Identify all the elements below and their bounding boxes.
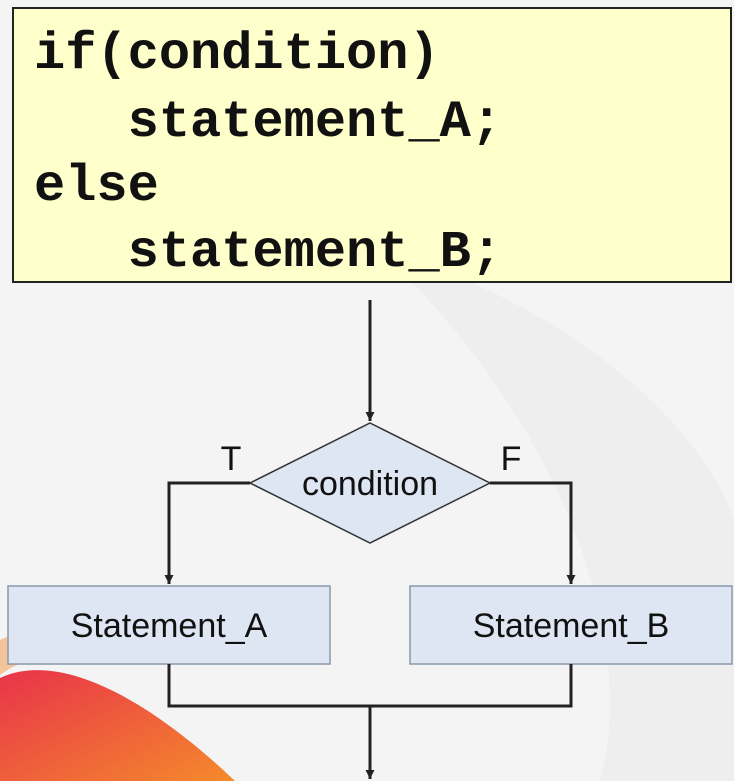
merge-connector xyxy=(167,664,573,708)
false-label: F xyxy=(501,440,522,478)
statement-b-box xyxy=(409,585,733,665)
code-line-statement-b: statement_B; xyxy=(34,223,503,282)
code-block: if(condition) statement_A; else statemen… xyxy=(12,7,732,283)
true-branch-arrow xyxy=(164,481,250,584)
true-label: T xyxy=(221,440,242,478)
red-swirl-shape xyxy=(0,670,235,781)
statement-a-box xyxy=(7,585,331,665)
false-branch-arrow xyxy=(490,481,576,584)
statement-a-label: Statement_A xyxy=(71,607,268,645)
decision-label: condition xyxy=(302,465,438,503)
code-line-else: else xyxy=(34,157,159,216)
statement-b-label: Statement_B xyxy=(473,607,670,645)
code-line-if: if(condition) xyxy=(34,25,440,84)
code-line-statement-a: statement_A; xyxy=(34,93,503,152)
decision-diamond xyxy=(248,422,492,544)
